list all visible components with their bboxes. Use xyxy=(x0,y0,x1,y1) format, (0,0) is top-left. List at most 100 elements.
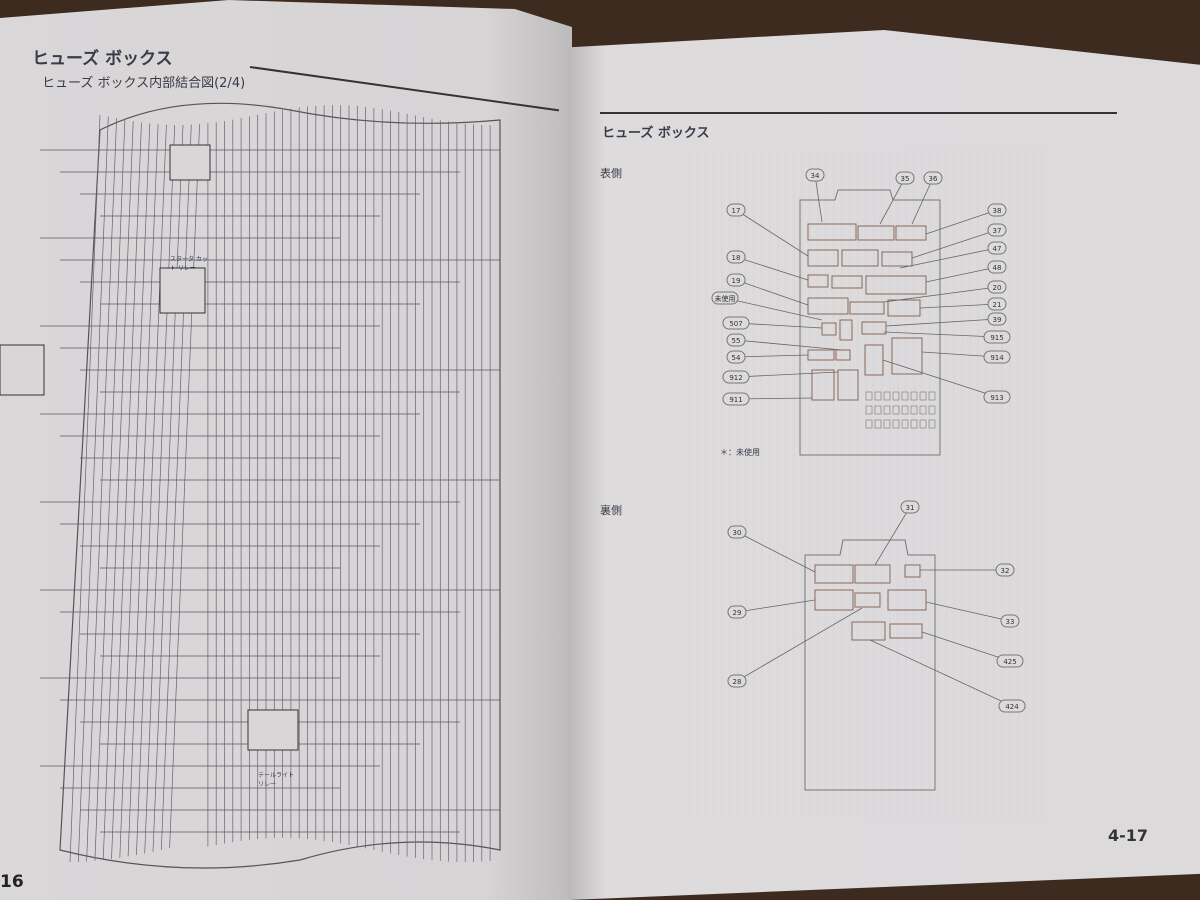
right-section-title: ヒューズ ボックス xyxy=(602,126,710,141)
connector xyxy=(807,349,835,361)
callout-bubble xyxy=(983,390,1011,404)
relay-symbol xyxy=(159,267,206,314)
left-page-number: 16 xyxy=(0,872,24,892)
leader-line xyxy=(736,599,816,613)
leader-line xyxy=(899,247,998,269)
callout-bubble xyxy=(722,392,750,406)
diagram-outline xyxy=(59,102,501,869)
leader-line xyxy=(883,331,998,338)
callout-number: 37 xyxy=(993,227,1002,235)
wire xyxy=(77,116,109,862)
leader-line xyxy=(925,209,998,235)
callout-number: 34 xyxy=(811,172,820,180)
leader-line xyxy=(874,506,911,566)
leader-line xyxy=(911,229,998,259)
fuse-slot xyxy=(901,419,909,429)
callout-number: 未使用 xyxy=(715,294,736,303)
fuse-slot xyxy=(928,391,936,401)
callout-bubble xyxy=(995,563,1015,577)
fuse-slot xyxy=(919,419,927,429)
connector xyxy=(895,225,927,241)
callout-bubble xyxy=(987,297,1007,311)
relay-symbol xyxy=(247,709,299,751)
leader-line xyxy=(879,177,906,225)
connector xyxy=(807,223,857,241)
wire xyxy=(86,118,117,862)
callout-bubble xyxy=(711,291,739,305)
callout-number: 30 xyxy=(733,529,742,537)
callout-number: 18 xyxy=(732,254,741,262)
wire xyxy=(136,124,167,855)
fuse-slot xyxy=(865,391,873,401)
fuse-slot xyxy=(892,419,900,429)
leader-line xyxy=(925,601,1011,622)
fuse-slot xyxy=(901,405,909,415)
callout-bubble xyxy=(726,203,746,217)
callout-bubble xyxy=(983,330,1011,344)
callout-bubble xyxy=(722,370,750,384)
callout-number: 55 xyxy=(732,337,741,345)
leader-line xyxy=(735,322,823,329)
connector xyxy=(811,369,835,401)
callout-number: 21 xyxy=(993,301,1002,309)
leader-line xyxy=(735,256,809,281)
callout-bubble xyxy=(987,260,1007,274)
callout-number: 915 xyxy=(990,334,1003,342)
callout-number: 913 xyxy=(990,394,1003,402)
fuse-slot xyxy=(919,391,927,401)
callout-bubble xyxy=(923,171,943,185)
callout-bubble xyxy=(900,500,920,514)
leader-line xyxy=(814,174,823,223)
legend-note: ＊：未使用 xyxy=(720,448,760,457)
connector xyxy=(904,564,921,578)
fuse-slot xyxy=(874,405,882,415)
callout-number: 20 xyxy=(993,284,1002,292)
fuse-slot xyxy=(883,405,891,415)
callout-number: 507 xyxy=(729,320,742,328)
leader-line xyxy=(735,209,809,257)
relay-box xyxy=(0,344,45,396)
callout-number: 48 xyxy=(993,264,1002,272)
fuse-slot xyxy=(910,391,918,401)
callout-number: 31 xyxy=(906,504,915,512)
right-title-rule xyxy=(600,112,1117,114)
wire xyxy=(94,119,126,861)
connector xyxy=(854,564,891,584)
callout-number: 35 xyxy=(901,175,910,183)
fuse-slot xyxy=(874,419,882,429)
connector xyxy=(849,301,885,315)
front-side-label: 表側 xyxy=(600,167,622,180)
fuse-slot xyxy=(865,405,873,415)
callout-number: 32 xyxy=(1001,567,1010,575)
callout-bubble xyxy=(987,241,1007,255)
back-fuse-box xyxy=(804,539,936,791)
tail-light-relay-label: テールライト リレー xyxy=(258,772,295,788)
leader-line xyxy=(869,639,1013,707)
callout-bubble xyxy=(722,316,750,330)
connector xyxy=(854,592,881,608)
fuse-slot xyxy=(874,391,882,401)
wire xyxy=(152,124,184,852)
wire xyxy=(169,124,200,849)
callout-bubble xyxy=(895,171,915,185)
fuse-slot xyxy=(901,391,909,401)
connector xyxy=(865,275,927,295)
leader-line xyxy=(885,318,998,327)
callout-number: 19 xyxy=(732,277,741,285)
connector xyxy=(807,274,829,288)
connector xyxy=(831,275,863,289)
leader-line xyxy=(882,359,998,398)
callout-number: 17 xyxy=(732,207,741,215)
leader-line xyxy=(736,531,816,573)
connector xyxy=(881,251,913,267)
fuse-slot xyxy=(892,391,900,401)
callout-bubble xyxy=(726,350,746,364)
callout-bubble xyxy=(726,273,746,287)
fuse-slot xyxy=(883,391,891,401)
fuse-slot xyxy=(892,405,900,415)
leader-line xyxy=(736,607,863,682)
relay-symbol xyxy=(169,144,211,181)
callout-bubble xyxy=(996,654,1024,668)
callout-number: 29 xyxy=(733,609,742,617)
